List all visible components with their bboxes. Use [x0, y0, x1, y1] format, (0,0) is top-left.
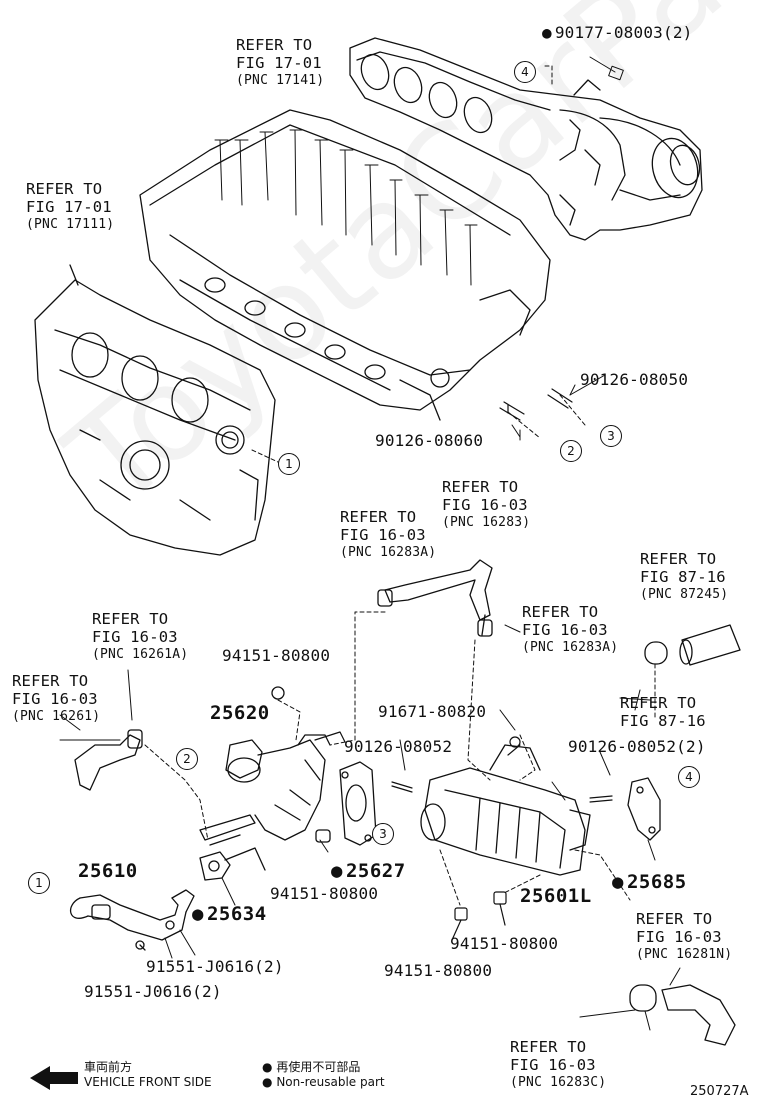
front-arrow-icon	[30, 1066, 78, 1090]
part-25601L[interactable]: 25601L	[520, 885, 592, 907]
callout-3-top: 3	[600, 425, 622, 447]
cylinder-head-drawing	[139, 109, 551, 421]
part-91551-J0616-a[interactable]: 91551-J0616(2)	[146, 957, 284, 976]
egr-valve-drawing	[199, 686, 346, 871]
part-94151-80800-d[interactable]: 94151-80800	[384, 961, 493, 980]
part-94151-80800-a[interactable]: 94151-80800	[222, 646, 331, 665]
nonreuse-en: Non-reusable part	[276, 1075, 385, 1089]
pipe-25610-drawing	[70, 889, 196, 959]
part-25634[interactable]: 25634	[192, 905, 267, 924]
hose-16261-drawing	[59, 729, 209, 841]
gasket-25627-drawing	[315, 761, 377, 853]
part-90126-08052-2[interactable]: 90126-08052(2)	[568, 737, 706, 756]
callout-2-lower: 2	[176, 748, 198, 770]
callout-3-lower: 3	[372, 823, 394, 845]
hoses-drawing	[329, 559, 536, 781]
figure-id: 250727A	[690, 1084, 749, 1099]
vehicle-front-legend: 車両前方 VEHICLE FRONT SIDE	[84, 1060, 212, 1090]
callout-4-lower: 4	[678, 766, 700, 788]
part-90126-08052[interactable]: 90126-08052	[344, 737, 453, 756]
nonreuse-dot-icon: ●	[262, 1075, 273, 1089]
part-91671-80820[interactable]: 91671-80820	[378, 702, 487, 721]
intake-manifold-drawing	[34, 264, 276, 556]
gasket-25634-drawing	[199, 851, 236, 906]
part-25627[interactable]: 25627	[331, 862, 406, 881]
callout-2-top: 2	[560, 440, 582, 462]
callout-1-top: 1	[278, 453, 300, 475]
part-91551-J0616-b[interactable]: 91551-J0616(2)	[84, 982, 222, 1001]
callout-4-top: 4	[514, 61, 536, 83]
nonreuse-legend: ● 再使用不可部品 ● Non-reusable part	[262, 1060, 385, 1090]
part-94151-80800-c[interactable]: 94151-80800	[450, 934, 559, 953]
part-90177-08003[interactable]: 90177-08003(2)	[542, 24, 693, 42]
part-25620[interactable]: 25620	[210, 702, 270, 724]
pipe-87245-drawing	[644, 624, 741, 721]
vehicle-front-jp: 車両前方	[84, 1060, 133, 1074]
callout-1-lower: 1	[28, 872, 50, 894]
part-90126-08060[interactable]: 90126-08060	[375, 431, 484, 450]
part-25610[interactable]: 25610	[78, 860, 138, 882]
nonreuse-jp: 再使用不可部品	[276, 1060, 361, 1074]
vehicle-front-en: VEHICLE FRONT SIDE	[84, 1075, 212, 1089]
part-94151-80800-b[interactable]: 94151-80800	[270, 884, 379, 903]
part-25685[interactable]: 25685	[612, 873, 687, 892]
exhaust-manifold-drawing	[349, 37, 703, 241]
part-90126-08050[interactable]: 90126-08050	[580, 370, 689, 389]
gasket-25685-drawing	[627, 777, 661, 861]
egr-cooler-drawing	[420, 744, 631, 901]
hose-16281N-drawing	[629, 984, 736, 1046]
nonreuse-dot-icon: ●	[262, 1060, 273, 1074]
